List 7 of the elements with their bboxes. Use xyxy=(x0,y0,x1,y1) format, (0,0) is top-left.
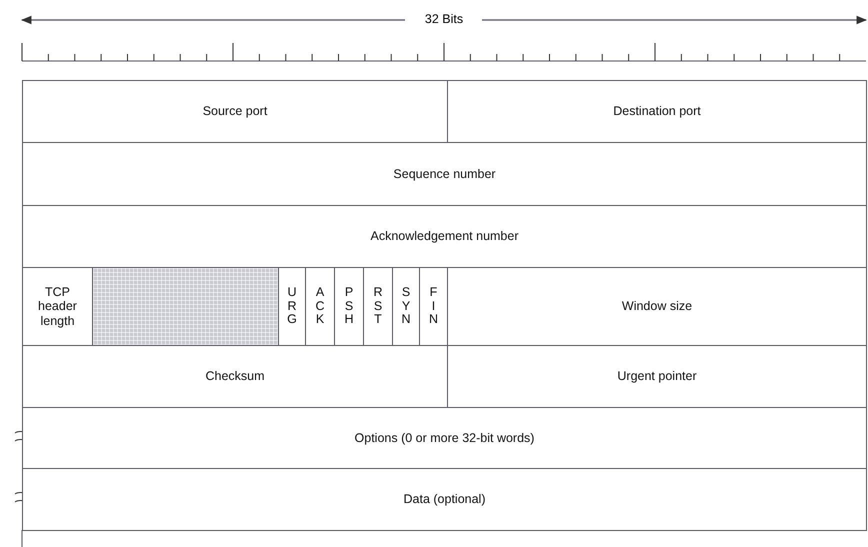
header-field: Acknowledgement number xyxy=(22,205,867,268)
reserved-field xyxy=(92,267,279,346)
header-field: Data (optional) xyxy=(22,468,867,531)
header-field: Destination port xyxy=(447,80,867,143)
header-field: Options (0 or more 32-bit words) xyxy=(22,407,867,469)
header-field: Sequence number xyxy=(22,142,867,206)
header-field: Source port xyxy=(22,80,448,143)
